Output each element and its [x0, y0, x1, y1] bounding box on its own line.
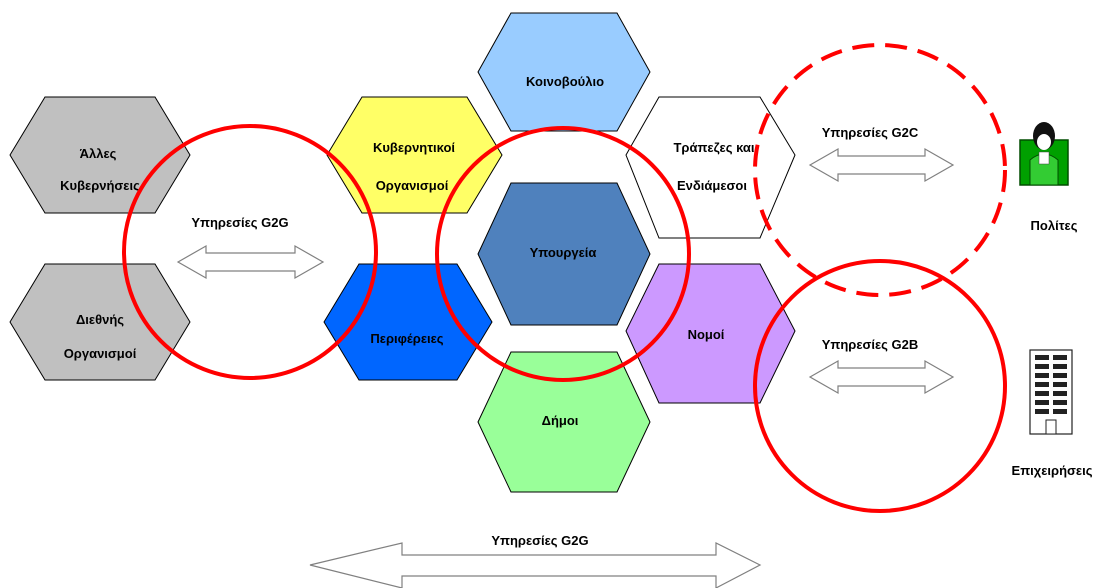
hex-label: Κοινοβούλιο — [526, 74, 604, 89]
service-label-g2g-left: Υπηρεσίες G2G — [191, 215, 288, 230]
highlight-circle-g2b — [753, 259, 1007, 513]
hex-label-line2: Ενδιάμεσοι — [677, 178, 747, 193]
service-label-g2c: Υπηρεσίες G2C — [822, 125, 919, 140]
highlight-circle-g2c — [753, 43, 1007, 297]
hex-shape — [477, 12, 651, 132]
hex-shape — [9, 263, 191, 381]
actor-label-citizens: Πολίτες — [1031, 218, 1078, 233]
hex-label-line2: Οργανισμοί — [376, 178, 449, 193]
hex-label-line2: Κυβερνήσεις — [60, 178, 140, 193]
hex-shape — [323, 263, 493, 381]
actor-label-business: Επιχειρήσεις — [1012, 463, 1093, 478]
arrow-g2g-bottom — [309, 542, 762, 588]
hex-shape — [326, 96, 503, 214]
hex-shape — [625, 96, 796, 239]
hex-label-line1: Άλλες — [80, 146, 117, 161]
hex-dimoi: Δήμοι — [477, 351, 651, 493]
hex-label-line1: Κυβερνητικοί — [373, 140, 455, 155]
hex-alles-kyverniseis: Άλλες Κυβερνήσεις — [9, 96, 191, 214]
hex-diethnis-organismoi: Διεθνής Οργανισμοί — [9, 263, 191, 381]
hex-ypourgeia: Υπουργεία — [477, 182, 651, 326]
hex-nomoi: Νομοί — [625, 263, 796, 404]
building-icon — [1029, 349, 1073, 435]
hex-label: Περιφέρειες — [370, 331, 443, 346]
hex-kyvernitikoi-organismoi: Κυβερνητικοί Οργανισμοί — [326, 96, 503, 214]
arrow-g2c — [808, 147, 955, 183]
highlight-circle-centre — [435, 126, 691, 382]
hex-shape — [477, 351, 651, 493]
hex-koinovoulio: Κοινοβούλιο — [477, 12, 651, 132]
hex-perifereies: Περιφέρειες — [323, 263, 493, 381]
service-label-g2g-bottom: Υπηρεσίες G2G — [491, 533, 588, 548]
hex-label-line1: Τράπεζες και — [673, 140, 754, 155]
arrow-g2b — [808, 359, 955, 395]
hex-label: Δήμοι — [542, 413, 579, 428]
highlight-circle-g2g — [122, 124, 378, 380]
hex-label: Νομοί — [688, 327, 725, 342]
hex-trapezes: Τράπεζες και Ενδιάμεσοι — [625, 96, 796, 239]
hex-shape — [477, 182, 651, 326]
service-label-g2b: Υπηρεσίες G2B — [822, 337, 919, 352]
arrow-g2g-left — [176, 244, 325, 280]
person-icon — [1019, 122, 1069, 186]
hex-shape — [625, 263, 796, 404]
hex-label-line2: Οργανισμοί — [64, 346, 137, 361]
hex-label: Υπουργεία — [530, 245, 597, 260]
hex-label-line1: Διεθνής — [76, 312, 124, 327]
